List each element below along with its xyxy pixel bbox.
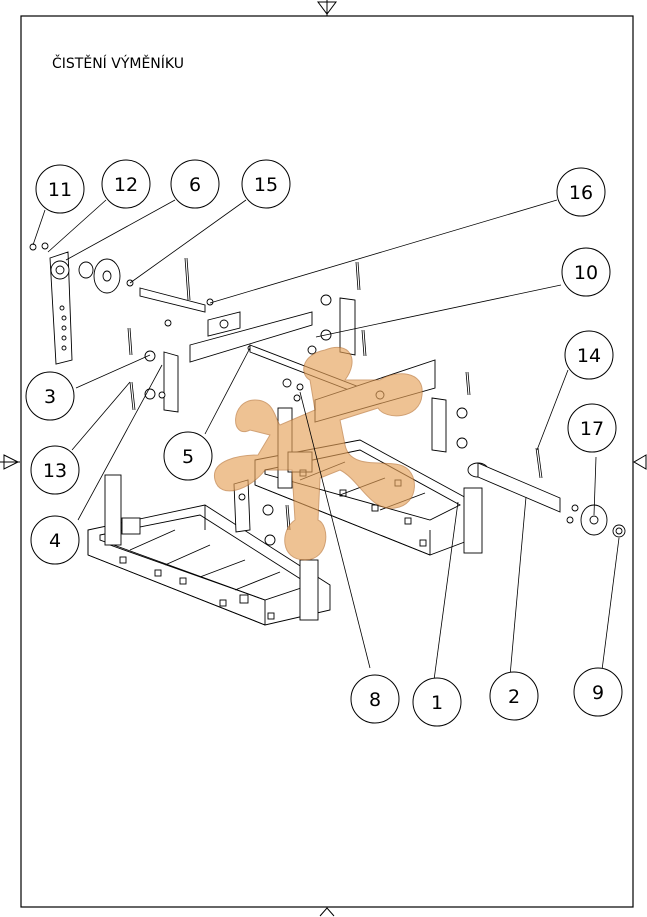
callout-17: 17 [580, 418, 604, 440]
small-plates [29, 242, 579, 546]
brand-logo-watermark [214, 346, 423, 561]
callout-2: 2 [508, 686, 520, 708]
bottom-center-marker [319, 907, 335, 917]
callout-15: 15 [254, 174, 278, 196]
callout-12: 12 [114, 174, 138, 196]
callout-3: 3 [44, 386, 56, 408]
cotter-pins [127, 257, 543, 531]
callout-4: 4 [49, 530, 61, 552]
top-center-marker [317, 0, 337, 16]
left-center-marker [0, 454, 20, 470]
callout-8: 8 [369, 689, 381, 711]
callout-14: 14 [577, 345, 601, 367]
callout-6: 6 [189, 174, 201, 196]
lever-arm-left [49, 251, 121, 365]
callout-16: 16 [569, 182, 593, 204]
callout-labels: 11 12 6 15 16 10 14 17 3 13 4 5 8 1 2 9 [43, 174, 604, 714]
callout-5: 5 [182, 446, 194, 468]
callout-11: 11 [48, 179, 72, 201]
callout-13: 13 [43, 460, 67, 482]
right-center-marker [633, 454, 647, 470]
callout-10: 10 [574, 262, 598, 284]
callout-balloons [25, 159, 623, 727]
lower-shaft [467, 462, 626, 538]
callout-1: 1 [431, 692, 443, 714]
frame-left-tray [87, 474, 331, 626]
callout-9: 9 [592, 682, 604, 704]
leader-lines [32, 199, 620, 681]
page-title: ČISTĚNÍ VÝMĚNÍKU [52, 56, 184, 72]
